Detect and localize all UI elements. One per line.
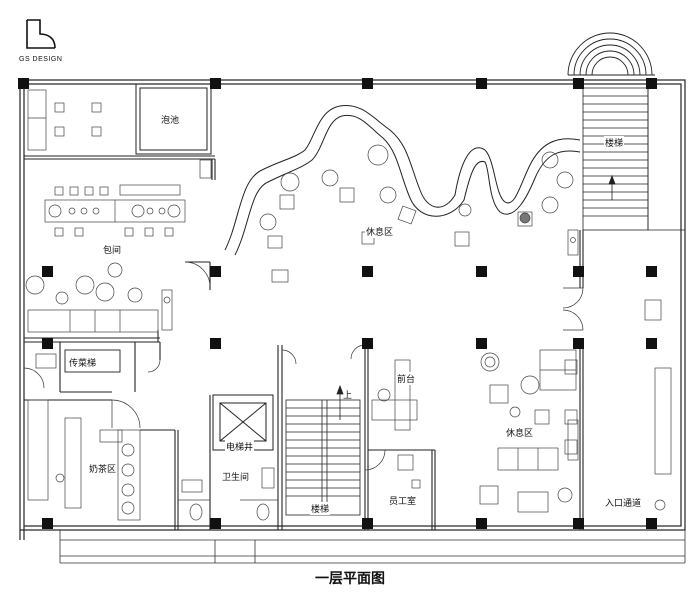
- label-lounge-bottom: 休息区: [505, 426, 535, 439]
- label-elevator-shaft: 电梯井: [225, 440, 255, 453]
- label-reception: 前台: [396, 372, 417, 385]
- milk-tea-counters: [27, 353, 141, 521]
- entrance-canopy: [567, 32, 655, 76]
- wavy-partition: [224, 104, 581, 256]
- reception-desk: [371, 359, 421, 489]
- brand-logo-text: GS DESIGN: [19, 56, 63, 63]
- right-details: [567, 229, 579, 461]
- private-room-furniture: [25, 184, 186, 333]
- front-terrace: [59, 530, 686, 564]
- interior-walls: [24, 155, 584, 530]
- label-stairs-center: 楼梯: [310, 502, 331, 515]
- restroom-fixtures: [178, 467, 278, 521]
- label-dumbwaiter: 传菜梯: [68, 356, 98, 369]
- label-lounge-top: 休息区: [365, 225, 395, 238]
- lounge-furniture-top: [259, 144, 574, 283]
- label-staff-room: 员工室: [388, 494, 418, 507]
- gs-design-logo-mark: [26, 19, 56, 49]
- label-stairs-right: 楼梯: [604, 136, 625, 149]
- external-stair: [582, 79, 685, 231]
- pool-room: [135, 83, 212, 155]
- doors: [23, 261, 584, 471]
- top-left-service: [27, 89, 212, 179]
- label-restroom: 卫生间: [221, 470, 251, 483]
- structural-columns: [18, 78, 657, 529]
- dumbwaiter-box: [64, 349, 121, 373]
- label-up: 上: [343, 391, 353, 401]
- central-stair: [285, 384, 361, 516]
- outer-walls: [19, 79, 686, 540]
- plan-caption: 一层平面图: [315, 571, 385, 587]
- label-entrance: 入口通道: [604, 496, 643, 509]
- label-pool: 泡池: [161, 116, 180, 126]
- lounge-furniture-bottom: [479, 299, 672, 513]
- label-milk-tea: 奶茶区: [88, 462, 118, 475]
- label-private-room: 包间: [102, 243, 123, 256]
